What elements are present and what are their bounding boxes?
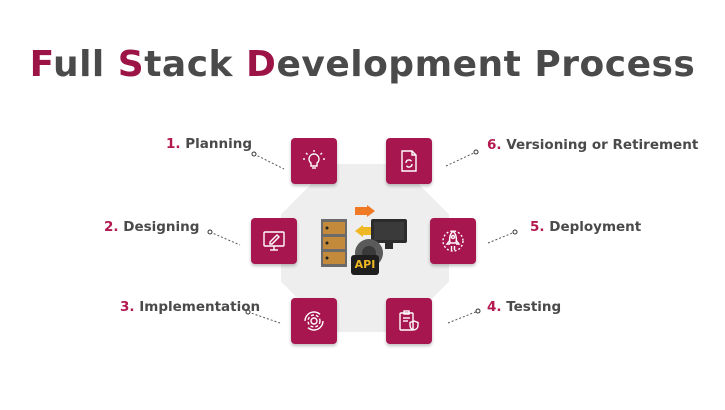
step-1-box (291, 138, 337, 184)
step-title: Deployment (549, 219, 642, 235)
title-part: F (29, 44, 53, 85)
rocket-icon (442, 230, 464, 252)
step-1-label: 1. Planning (166, 136, 252, 152)
step-2-label: 2. Designing (104, 219, 199, 235)
api-badge: API (354, 258, 376, 271)
step-6-label: 6. Versioning or Retirement (487, 137, 698, 153)
step-number: 6. (487, 137, 502, 153)
step-5-box (430, 218, 476, 264)
title-part: D (246, 44, 277, 85)
page-title: Full Stack Development Process (0, 44, 725, 85)
lightbulb-icon (303, 150, 325, 169)
step-number: 5. (530, 219, 545, 235)
title-part: tack (144, 44, 247, 85)
title-part: evelopment Process (276, 44, 696, 85)
step-3-label: 3. Implementation (120, 299, 260, 315)
server-api-icon (321, 205, 407, 275)
title-part: S (117, 44, 145, 85)
clipboard-shield-icon (399, 310, 419, 331)
step-number: 3. (120, 299, 135, 315)
step-title: Planning (185, 136, 252, 152)
step-3-box (291, 298, 337, 344)
step-title: Versioning or Retirement (506, 137, 699, 153)
step-4-box (386, 298, 432, 344)
step-number: 4. (487, 299, 502, 315)
step-title: Implementation (139, 299, 261, 315)
step-5-label: 5. Deployment (530, 219, 641, 235)
step-number: 2. (104, 219, 119, 235)
title-part: ull (52, 44, 118, 85)
step-title: Designing (123, 219, 200, 235)
step-6-box (386, 138, 432, 184)
monitor-pen-icon (263, 231, 285, 251)
step-title: Testing (506, 299, 562, 315)
step-2-box (251, 218, 297, 264)
step-4-label: 4. Testing (487, 299, 561, 315)
gear-cycle-icon (304, 311, 324, 331)
step-number: 1. (166, 136, 181, 152)
document-refresh-icon (401, 150, 417, 172)
